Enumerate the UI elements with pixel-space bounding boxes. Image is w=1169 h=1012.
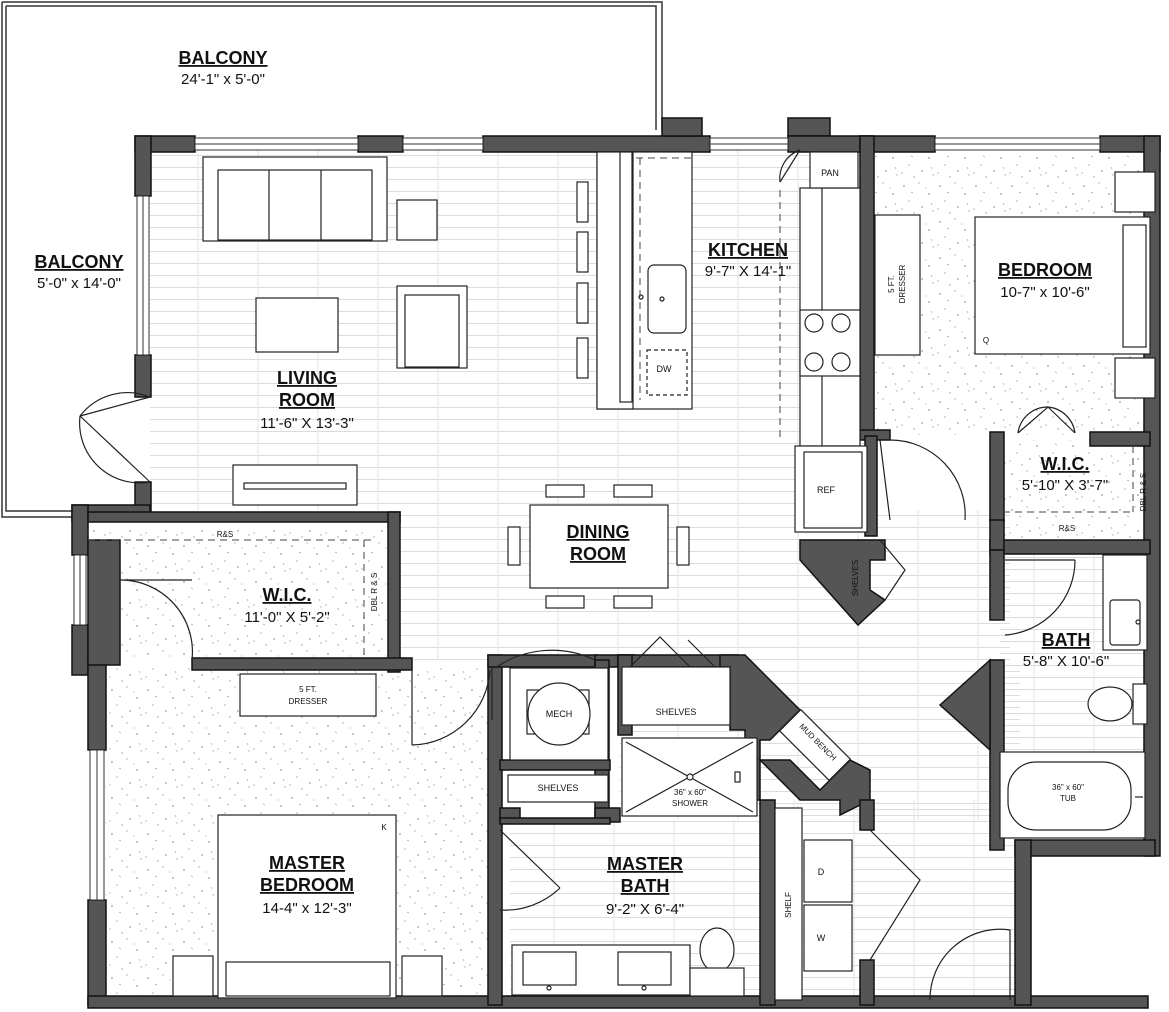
master-dresser-label-2: DRESSER xyxy=(289,697,328,706)
master-bath-name-2: BATH xyxy=(621,876,670,896)
dw-label: DW xyxy=(657,364,672,374)
shelves-hall xyxy=(621,666,731,726)
master-dresser-label-1: 5 FT. xyxy=(299,685,317,694)
master-bed xyxy=(172,814,443,999)
coffee-table xyxy=(255,297,339,353)
living-dims: 11'-6" X 13'-3" xyxy=(260,415,354,432)
bath-toilet xyxy=(1087,683,1148,725)
dblrs-wic-bed-label: DBL R & S xyxy=(1139,473,1148,511)
doors xyxy=(79,149,1076,1001)
bath-name: BATH xyxy=(1042,630,1091,650)
sofa xyxy=(202,156,388,242)
bedroom-bed xyxy=(974,171,1156,399)
wic-bed-name: W.I.C. xyxy=(1041,454,1090,474)
living-name-1: LIVING xyxy=(277,368,337,388)
kitchen-name: KITCHEN xyxy=(708,240,788,260)
master-toilet xyxy=(689,927,745,997)
balcony-top-dims: 24'-1" x 5'-0" xyxy=(181,71,265,88)
shelves-mbath xyxy=(507,774,609,803)
balcony-side-name: BALCONY xyxy=(35,252,124,272)
pan-label: PAN xyxy=(821,168,839,178)
washer xyxy=(803,904,853,972)
wic-bed-dims: 5'-10" X 3'-7" xyxy=(1022,477,1108,494)
bedroom-name: BEDROOM xyxy=(998,260,1092,280)
master-bath-dims: 9'-2" X 6'-4" xyxy=(606,901,684,918)
bath-vanity xyxy=(1102,554,1148,651)
bedroom-dresser-label-2: DRESSER xyxy=(898,264,907,303)
dryer-label: D xyxy=(818,867,825,877)
shelf-label: SHELF xyxy=(784,892,793,918)
washer-label: W xyxy=(817,933,826,943)
shelves-pantry-label: SHELVES xyxy=(851,560,860,596)
shower-label-1: 36" x 60" xyxy=(674,788,706,797)
cabinet-lines xyxy=(88,157,1134,655)
fixture-labels: PAN DW REF SHELVES 5 FT. DRESSER Q K R&S… xyxy=(217,168,1148,943)
ref-label: REF xyxy=(817,485,836,495)
master-dresser xyxy=(239,673,377,717)
laundry-shelf xyxy=(774,807,803,1001)
balcony-side-dims: 5'-0" x 14'-0" xyxy=(37,275,121,292)
tub-label-2: TUB xyxy=(1060,794,1076,803)
dining-name-2: ROOM xyxy=(570,544,626,564)
rs-wic-master-label: R&S xyxy=(217,530,233,539)
bath-dims: 5'-8" X 10'-6" xyxy=(1023,653,1109,670)
shelves-hall-label: SHELVES xyxy=(656,707,697,717)
kitchen-dims: 9'-7" X 14'-1" xyxy=(705,263,791,280)
end-table xyxy=(396,199,438,241)
mech-label: MECH xyxy=(546,709,573,719)
dryer xyxy=(803,839,853,903)
armchair xyxy=(396,285,468,369)
bedroom-dims: 10-7" x 10'-6" xyxy=(1000,284,1089,301)
rs-wic-bed-label: R&S xyxy=(1059,524,1075,533)
shower xyxy=(621,737,758,817)
bathtub xyxy=(999,751,1146,839)
refrigerator xyxy=(794,445,868,533)
tub-label-1: 36" x 60" xyxy=(1052,783,1084,792)
windows xyxy=(73,137,1101,901)
balcony xyxy=(1,1,663,518)
bedroom-dresser xyxy=(874,214,921,356)
bar-stools xyxy=(576,181,589,379)
wic-master-dims: 11'-0" X 5'-2" xyxy=(244,609,329,626)
mech-closet xyxy=(509,667,609,761)
room-labels: BALCONY 24'-1" x 5'-0" BALCONY 5'-0" x 1… xyxy=(35,48,1110,918)
balcony-top-name: BALCONY xyxy=(179,48,268,68)
master-bedroom-dims: 14-4" x 12'-3" xyxy=(262,900,351,917)
master-vanity xyxy=(511,944,691,996)
shower-label-2: SHOWER xyxy=(672,799,708,808)
living-name-2: ROOM xyxy=(279,390,335,410)
tv-console xyxy=(232,464,358,506)
mud-bench xyxy=(778,708,852,782)
shelves-mbath-label: SHELVES xyxy=(538,783,579,793)
master-bath-name-1: MASTER xyxy=(607,854,683,874)
master-bedroom-name-1: MASTER xyxy=(269,853,345,873)
bedroom-dresser-label-1: 5 FT. xyxy=(887,275,896,293)
wic-master-name: W.I.C. xyxy=(263,585,312,605)
king-label: K xyxy=(381,823,387,832)
dblrs-wic-master-label: DBL R & S xyxy=(370,573,379,611)
dining-table xyxy=(507,484,690,609)
queen-label: Q xyxy=(983,336,989,345)
kitchen-counter xyxy=(799,151,861,447)
master-bedroom-name-2: BEDROOM xyxy=(260,875,354,895)
kitchen-island xyxy=(596,151,693,410)
dining-name-1: DINING xyxy=(567,522,630,542)
